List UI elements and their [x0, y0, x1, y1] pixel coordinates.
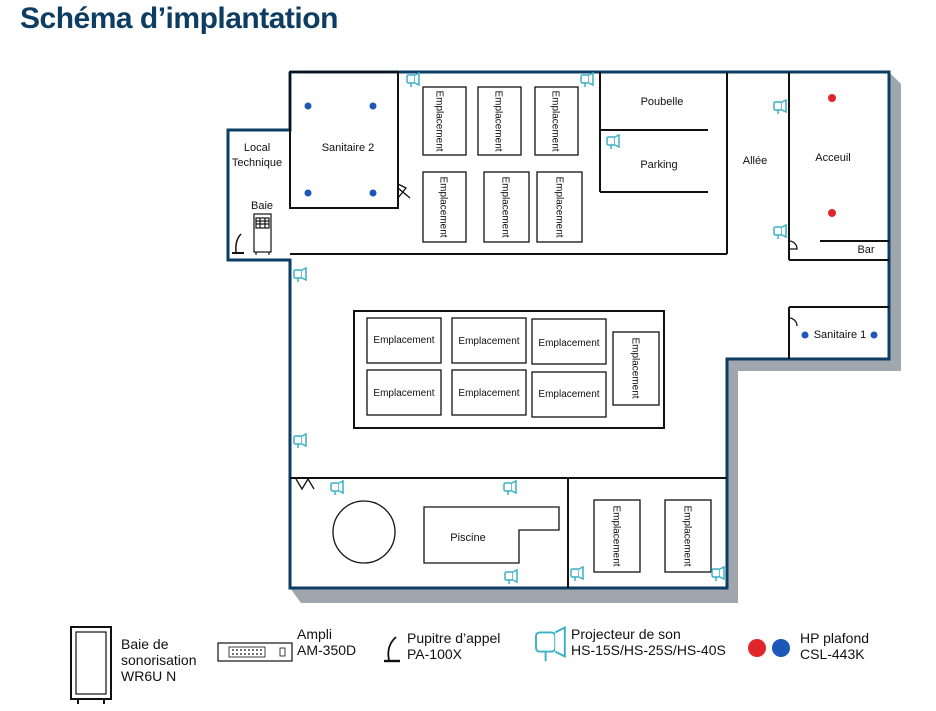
room-label-sanitaire-2: Sanitaire 2	[322, 142, 375, 154]
emplacement-label: Emplacement	[682, 505, 693, 566]
projector-icon	[773, 224, 787, 240]
projector-icon	[711, 566, 725, 582]
interior-walls	[289, 71, 889, 588]
emplacement-label: Emplacement	[373, 335, 434, 346]
amplifier-icon	[217, 642, 293, 662]
door-arcs	[295, 183, 798, 491]
microphone-icon	[384, 636, 400, 663]
room-label-bar: Bar	[857, 244, 874, 256]
emplacement-label: Emplacement	[458, 336, 519, 347]
legend-hp-plafond: HP plafond CSL-443K	[800, 630, 870, 662]
room-label-parking: Parking	[640, 159, 677, 171]
legend-pupitre: Pupitre d’appel PA-100X	[407, 630, 501, 662]
projector-icon	[570, 566, 584, 582]
wall-shadow	[727, 359, 901, 371]
page-title: Schéma d’implantation	[20, 2, 338, 35]
wall-shadow	[889, 72, 901, 371]
ceiling-speaker-icon	[772, 639, 790, 657]
emplacement-group-bottom	[593, 499, 712, 573]
emplacement-label: Emplacement	[550, 90, 561, 151]
legend-projecteur: Projecteur de son HS-15S/HS-25S/HS-40S	[571, 626, 726, 658]
projector-icon	[535, 626, 566, 662]
ceiling-speaker-icon	[369, 102, 377, 110]
emplacement-label: Emplacement	[554, 176, 565, 237]
ceiling-speakers	[304, 94, 878, 339]
emplacement-label: Emplacement	[611, 505, 622, 566]
projector-icon	[293, 433, 307, 449]
pool	[332, 500, 560, 564]
legend-ampli: Ampli AM-350D	[297, 626, 357, 658]
projector-icon	[504, 569, 518, 585]
projector-icon	[293, 267, 307, 283]
emplacement-group-top	[422, 86, 583, 243]
ceiling-speaker-icon	[304, 189, 312, 197]
projector-icon	[406, 72, 420, 88]
projector-icon	[773, 99, 787, 115]
emplacement-label: Emplacement	[373, 388, 434, 399]
ceiling-speaker-icon	[304, 102, 312, 110]
room-label-allee: Allée	[743, 155, 767, 167]
emplacement-label: Emplacement	[538, 389, 599, 400]
emplacement-label: Emplacement	[458, 388, 519, 399]
legend-baie: Baie de sonorisation WR6U N	[121, 636, 197, 684]
projector-icon	[503, 480, 517, 496]
emplacement-group-middle	[366, 317, 660, 418]
room-label-local-technique: Technique	[232, 157, 282, 169]
room-label-baie: Baie	[251, 200, 273, 212]
room-label-sanitaire-1: Sanitaire 1	[814, 329, 867, 341]
ceiling-speaker-icon	[748, 639, 766, 657]
microphone-icon	[232, 233, 244, 254]
emplacement-label: Emplacement	[500, 176, 511, 237]
room-label-poubelle: Poubelle	[641, 96, 684, 108]
emplacement-label: Emplacement	[438, 176, 449, 237]
wall-shadow	[727, 359, 738, 603]
emplacement-label: Emplacement	[434, 90, 445, 151]
ceiling-speaker-icon	[870, 331, 878, 339]
room-label-local-technique: Local	[244, 142, 270, 154]
wall-shadow	[290, 588, 738, 603]
projector-icon	[580, 72, 594, 88]
projector-icon	[330, 480, 344, 496]
emplacement-label: Emplacement	[538, 338, 599, 349]
ceiling-speaker-icon	[801, 331, 809, 339]
ceiling-speaker-icon	[369, 189, 377, 197]
emplacement-label: Emplacement	[493, 90, 504, 151]
rack-icon	[253, 213, 272, 255]
projector-icon	[606, 134, 620, 150]
rack-icon	[70, 626, 112, 704]
emplacement-label: Emplacement	[630, 337, 641, 398]
outer-walls	[226, 70, 891, 590]
ceiling-speaker-icon	[828, 94, 836, 102]
room-label-piscine: Piscine	[450, 532, 485, 544]
room-label-accueil: Acceuil	[815, 152, 850, 164]
ceiling-speaker-icon	[828, 209, 836, 217]
